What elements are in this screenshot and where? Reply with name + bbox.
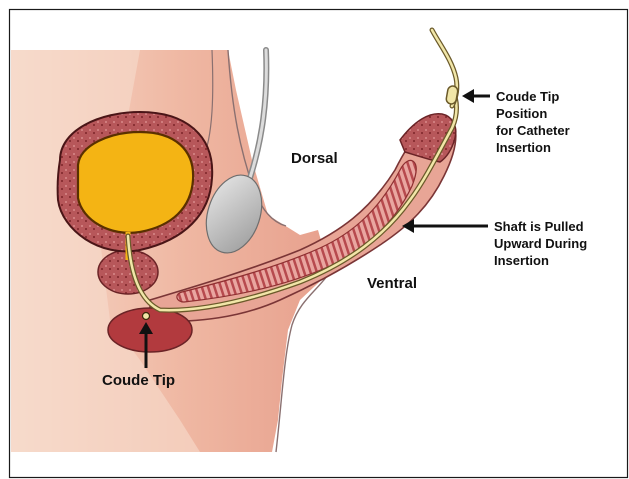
label-coude-tip: Coude Tip [102, 372, 175, 389]
coude-tip-bend-marker [143, 313, 150, 320]
label-dorsal: Dorsal [291, 150, 338, 167]
arrow-coude-tip-position [462, 89, 490, 103]
arrow-shaft-pulled [402, 219, 488, 233]
label-coude-tip-position: Coude Tip Position for Catheter Insertio… [496, 89, 573, 155]
label-ventral: Ventral [367, 275, 417, 292]
label-shaft-pulled: Shaft is Pulled Upward During Insertion [494, 219, 591, 268]
